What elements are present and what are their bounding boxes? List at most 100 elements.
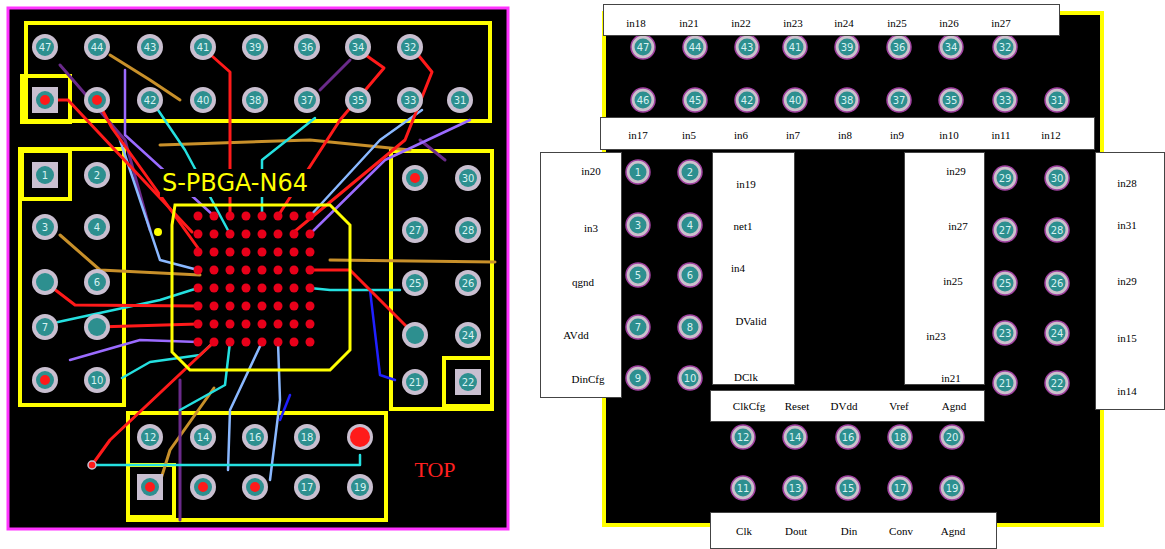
pad-hole xyxy=(406,221,424,239)
pin-number: 27 xyxy=(409,225,422,236)
pad-dot xyxy=(198,482,208,492)
bga-ball xyxy=(242,302,251,311)
pad-hole xyxy=(944,429,961,446)
bga-ball xyxy=(306,230,315,239)
signal-name: in10 xyxy=(939,129,959,141)
bga-ball xyxy=(194,302,203,311)
pad-ring xyxy=(137,424,163,450)
pin-number: 21 xyxy=(999,378,1012,389)
pad-hole xyxy=(349,91,367,109)
pad-hole xyxy=(459,221,477,239)
pad-ring xyxy=(455,217,481,243)
pin-number: 17 xyxy=(301,482,314,493)
bga-ball xyxy=(274,302,283,311)
signal-name: in23 xyxy=(783,17,803,29)
pad-ring xyxy=(939,88,963,112)
pad-hole xyxy=(36,218,54,236)
pad-hole xyxy=(997,375,1014,392)
pin-number: 36 xyxy=(893,42,906,53)
pin-number: 11 xyxy=(737,483,750,494)
pin-number: 32 xyxy=(404,42,417,53)
pad-hole xyxy=(630,370,647,387)
pad-hole xyxy=(36,38,54,56)
bga-ball xyxy=(242,338,251,347)
signal-name: in31 xyxy=(1117,219,1137,231)
pin-number: 42 xyxy=(144,95,157,106)
pin-number: 14 xyxy=(789,432,802,443)
pin-number: 13 xyxy=(789,483,802,494)
pad-dot xyxy=(250,482,260,492)
pin-number: 36 xyxy=(301,42,314,53)
bga-ball xyxy=(306,338,315,347)
pad-ring xyxy=(190,474,216,500)
pin-number: 25 xyxy=(999,278,1012,289)
pad-hole xyxy=(891,39,908,56)
pin-number: 16 xyxy=(842,432,855,443)
pin-number: 18 xyxy=(301,432,314,443)
pad-hole xyxy=(88,218,106,236)
pin-number: 39 xyxy=(249,42,262,53)
board-area xyxy=(604,13,1102,525)
signal-name: in19 xyxy=(736,178,756,190)
bga-ball xyxy=(210,248,219,257)
pad-ring xyxy=(190,424,216,450)
bga-ball xyxy=(290,248,299,257)
pad-hole xyxy=(1049,375,1066,392)
pad-hole xyxy=(943,92,960,109)
signal-name: in8 xyxy=(838,129,852,141)
pin-number: 6 xyxy=(94,277,100,288)
pin-number: 26 xyxy=(462,278,475,289)
pad-ring xyxy=(84,314,110,340)
pad-ring xyxy=(455,322,481,348)
pin-number: 33 xyxy=(404,95,417,106)
square-pad xyxy=(137,474,163,500)
pad-hole xyxy=(630,267,647,284)
pad-hole xyxy=(36,371,54,389)
signal-name: in27 xyxy=(948,220,968,232)
pad-hole xyxy=(351,478,369,496)
pad-ring xyxy=(402,270,428,296)
pad-ring xyxy=(347,424,373,450)
pin-number: 45 xyxy=(689,95,702,106)
signal-label-box: ClkDoutDinConvAgnd xyxy=(710,512,997,549)
pad-dot xyxy=(40,375,50,385)
pad-hole xyxy=(997,39,1014,56)
bga-ball xyxy=(210,212,219,221)
pad-ring xyxy=(731,476,755,500)
signal-label-box: ClkCfgResetDVddVrefAgnd xyxy=(710,390,985,422)
bga-ball xyxy=(226,302,235,311)
pin-number: 43 xyxy=(741,42,754,53)
pin-number: 44 xyxy=(689,42,702,53)
pin-number: 14 xyxy=(197,432,210,443)
copper-trace xyxy=(60,235,200,275)
pad-hole xyxy=(36,273,54,291)
pad-ring xyxy=(84,367,110,393)
signal-name: Conv xyxy=(889,525,913,537)
pad-hole xyxy=(787,39,804,56)
bga-ball xyxy=(194,266,203,275)
pad-ring xyxy=(294,34,320,60)
pin-number: 19 xyxy=(354,482,367,493)
signal-label-box: in17in5in6in7in8in9in10in11in12 xyxy=(600,117,1095,150)
pad-hole xyxy=(88,318,106,336)
signal-name: in29 xyxy=(1117,275,1137,287)
copper-trace xyxy=(60,65,150,230)
pad-dot xyxy=(145,482,155,492)
pin-number: 22 xyxy=(1051,378,1064,389)
pin-number: 12 xyxy=(737,432,750,443)
pad-hole xyxy=(787,92,804,109)
signal-name: Clk xyxy=(736,525,752,537)
copper-trace xyxy=(45,282,198,306)
signal-name: qgnd xyxy=(572,276,594,288)
pad-ring xyxy=(993,321,1017,345)
pad-hole xyxy=(687,39,704,56)
pad-ring xyxy=(631,35,655,59)
bga-ball xyxy=(226,230,235,239)
bga-ball xyxy=(194,320,203,329)
bga-ball xyxy=(258,320,267,329)
pin-number: 47 xyxy=(637,42,650,53)
pad-ring xyxy=(1045,371,1069,395)
pad-hole xyxy=(739,92,756,109)
signal-name: in6 xyxy=(734,129,748,141)
bga-ball xyxy=(306,320,315,329)
